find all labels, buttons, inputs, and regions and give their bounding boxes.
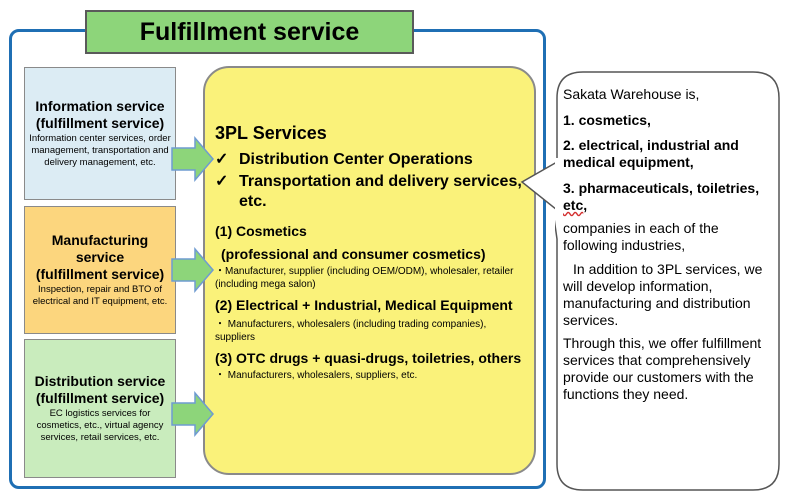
distribution-service-description: EC logistics services for cosmetics, etc… [36,408,164,443]
distribution-service-heading-2: (fulfillment service) [35,390,165,406]
section-2-title: (2) Electrical + Industrial, Medical Equ… [215,297,513,313]
information-service-box: Information service (fulfillment service… [24,67,176,200]
section-1-subtitle: (professional and consumer cosmetics) [221,246,486,262]
check-mark-icon: ✓ [215,173,229,190]
section-3-detail: ・ Manufacturers, wholesalers, suppliers,… [215,370,418,381]
speech-bubble-pointer [520,158,568,214]
manufacturing-service-box: Manufacturing service (fulfillment servi… [24,206,176,334]
section-2-detail: ・ Manufacturers, wholesalers (including … [215,319,487,343]
bubble-etc-punct: , [583,197,588,213]
3pl-heading: 3PL Services [215,123,327,143]
bubble-intro: Sakata Warehouse is, [563,86,700,102]
bubble-etc-word: etc [563,197,584,213]
bubble-item-1: 1. cosmetics, [563,112,651,128]
check-mark-icon: ✓ [215,151,229,168]
bubble-text: Sakata Warehouse is, 1. cosmetics, 2. el… [563,86,777,403]
arrow-right-icon [171,391,214,437]
section-1-detail: ・Manufacturer, supplier (including OEM/O… [215,266,514,290]
bubble-item-3: 3. pharmaceuticals, toiletries, etc, [563,180,777,214]
section-1-title: (1) Cosmetics [215,223,307,239]
arrow-right-icon [171,247,214,293]
bubble-paragraph-2: In addition to 3PL services, we will dev… [563,261,763,328]
bubble-item-2: 2. electrical, industrial and medical eq… [563,137,739,170]
check-item-label: Distribution Center Operations [239,151,473,168]
information-service-description: Information center services, order manag… [29,133,171,168]
bubble-item-3-text: 3. pharmaceuticals, toiletries, [563,180,760,196]
manufacturing-service-heading-2: service [75,249,125,265]
bubble-paragraph-3: Through this, we offer fulfillment servi… [563,335,762,402]
distribution-service-box: Distribution service (fulfillment servic… [24,339,176,478]
distribution-service-heading-1: Distribution service [34,373,166,389]
check-item-transport: ✓ Transportation and delivery services, … [215,172,526,212]
page-title: Fulfillment service [85,10,414,54]
manufacturing-service-description: Inspection, repair and BTO of electrical… [32,284,168,307]
3pl-services-box: 3PL Services ✓ Distribution Center Opera… [203,66,536,475]
arrow-right-icon [171,136,214,182]
manufacturing-service-heading-1: Manufacturing [51,232,149,248]
manufacturing-service-heading-3: (fulfillment service) [35,266,165,282]
section-3-title: (3) OTC drugs + quasi-drugs, toiletries,… [215,350,522,366]
bubble-paragraph-1: companies in each of the following indus… [563,220,719,253]
check-item-label: Transportation and delivery services, et… [239,173,522,210]
speech-bubble [555,71,780,491]
check-item-distribution: ✓ Distribution Center Operations [215,150,526,170]
information-service-heading-2: (fulfillment service) [35,115,165,131]
information-service-heading-1: Information service [35,98,165,114]
